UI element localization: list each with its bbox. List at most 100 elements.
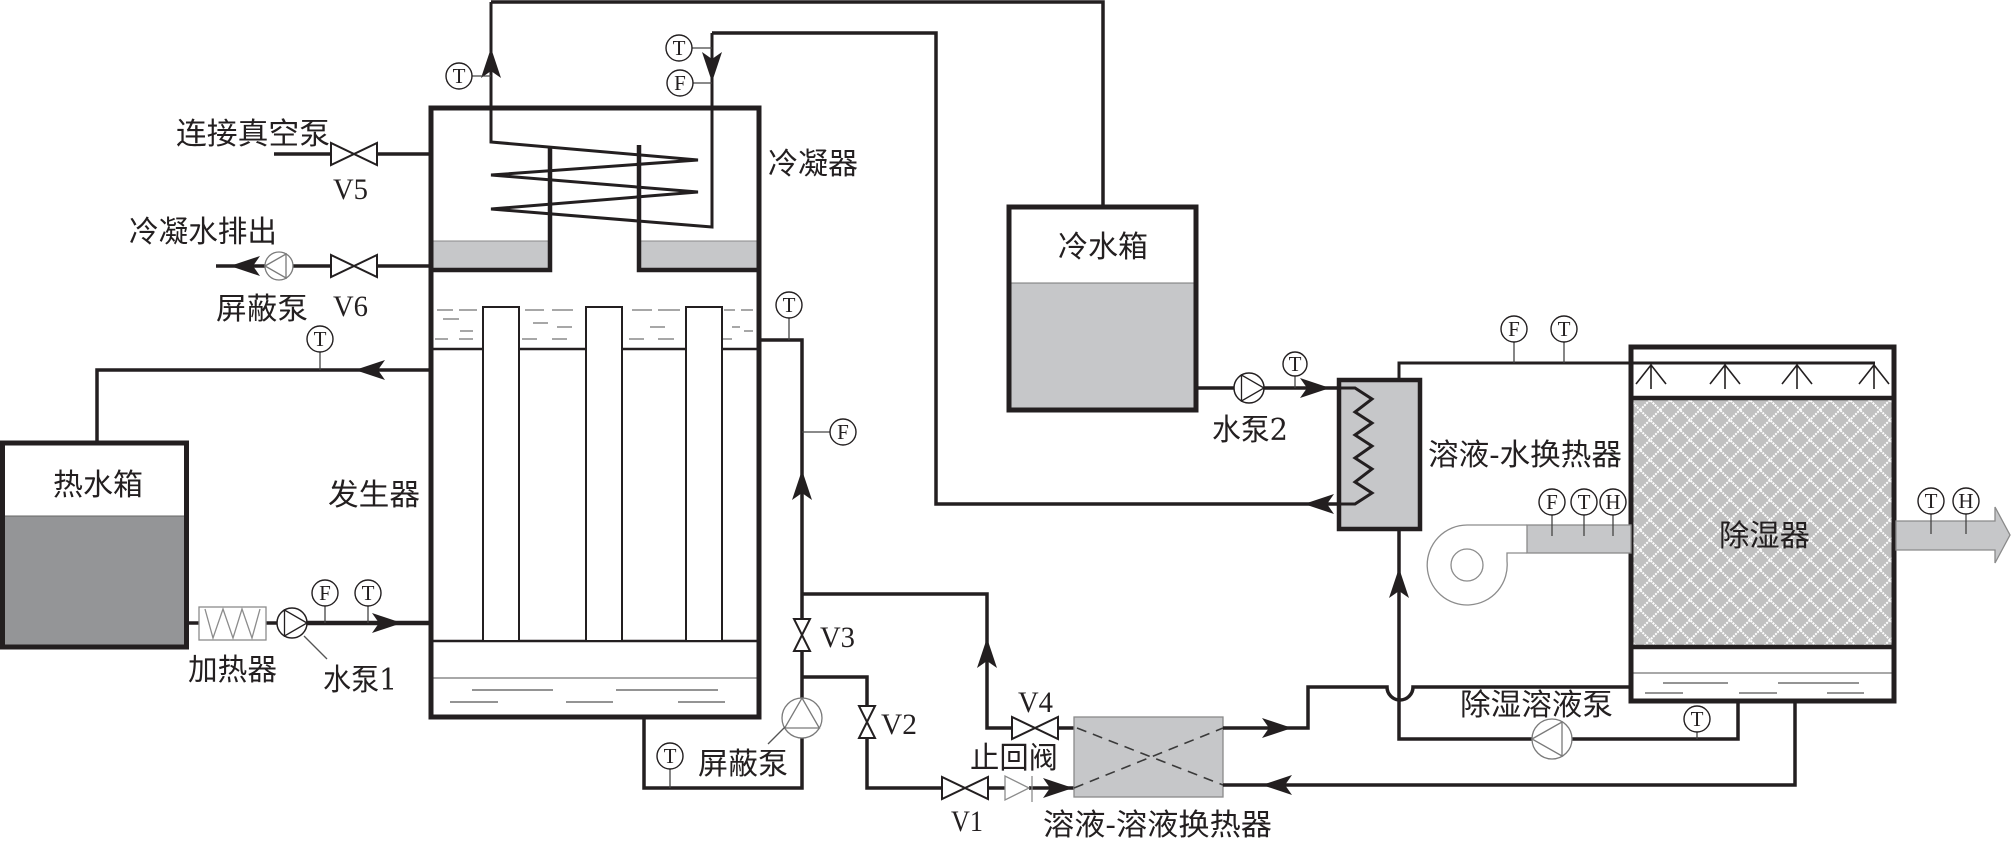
water-pump-2-label: 水泵2: [1212, 413, 1288, 448]
valve-v1-label: V1: [951, 805, 983, 838]
sensor-label: T: [673, 36, 686, 60]
sensor-label: T: [1289, 352, 1302, 376]
pump-icon: [1531, 718, 1573, 760]
valve-v4-label: V4: [1018, 686, 1053, 719]
check-valve-icon: [1004, 774, 1031, 802]
valve-icon: [330, 253, 378, 279]
cold-water-tank-label: 冷水箱: [1058, 230, 1148, 265]
heater-body: [198, 606, 267, 641]
water-pump-2: 水泵2: [1212, 372, 1288, 448]
sensor-label: F: [674, 71, 686, 95]
sensor-generator-inlet-flow: F: [802, 418, 857, 446]
arrow-right-icon: [1300, 378, 1330, 398]
spray-header-pipe: [1397, 361, 1875, 380]
solution-solution-heat-exchanger: 溶液-溶液换热器: [1043, 716, 1272, 843]
valve-v5-label: V5: [333, 173, 368, 206]
sensor-icon: [775, 291, 803, 319]
vacuum-pump-connection-label: 连接真空泵: [176, 117, 330, 152]
sensor-condenser-inlet-flow: F: [666, 69, 712, 97]
valve-icon: [792, 618, 812, 652]
sensor-icon: [1282, 351, 1308, 377]
shielded-pump-condensate: 屏蔽泵: [216, 251, 308, 327]
generator: 发生器 冷凝器: [328, 105, 858, 720]
sensor-label: F: [1546, 490, 1558, 514]
weak-solution-bypass-pipe: [802, 675, 1074, 790]
pump-direction-icon: [263, 252, 287, 280]
dehumidifier: 除湿器: [1397, 344, 1897, 704]
sensor-icon: [445, 62, 473, 90]
sensor-label: T: [314, 327, 327, 351]
fan-impeller-icon: [1450, 548, 1484, 582]
arrow-up-icon: [792, 470, 812, 500]
sensor-label: T: [1925, 489, 1938, 513]
generator-solution-drain-pipe: [642, 717, 804, 790]
heating-tube: [685, 306, 723, 642]
heater-element-icon: [204, 606, 261, 641]
sensor-label: T: [664, 744, 677, 768]
sensor-icon: [665, 34, 693, 62]
sensor-outlet-air-humidity: H: [1952, 487, 1980, 534]
flow-arrows: [230, 48, 1409, 798]
outlet-air-arrow: [1895, 506, 2011, 564]
hx-flow-dashed-line: [1076, 727, 1224, 786]
cold-water-tank-shell: [1006, 204, 1199, 413]
generator-shell: [428, 105, 762, 720]
hot-water-tank: 热水箱: [0, 440, 189, 650]
shielded-pump-solution: 屏蔽泵: [698, 696, 823, 782]
valve-v2: V2: [857, 705, 917, 741]
sensor-hot-water-return-temperature: T: [306, 325, 334, 370]
valve-v2-label: V2: [881, 708, 917, 741]
solution-water-hx-label: 溶液-水换热器: [1428, 438, 1622, 473]
heating-tube: [585, 306, 623, 642]
hot-water-tank-label: 热水箱: [53, 468, 143, 503]
sensor-generator-inlet-temperature: T: [775, 291, 803, 340]
strong-solution-to-dehumidifier-pipe: [1223, 685, 1631, 730]
cold-water-tank: 冷水箱: [1006, 204, 1199, 413]
sensor-icon: [1599, 488, 1627, 516]
sensor-condenser-outlet-temperature: T: [445, 62, 491, 90]
sensor-icon: [1570, 488, 1598, 516]
valve-icon: [941, 775, 989, 801]
dehumidifier-solution-pump-label: 除湿溶液泵: [1460, 688, 1613, 723]
dehumidifier-shell: [1628, 344, 1897, 704]
sensor-label: T: [362, 581, 375, 605]
check-valve-label: 止回阀: [970, 741, 1058, 776]
sensor-label: T: [1558, 317, 1571, 341]
condenser-coil: [489, 2, 714, 229]
sensor-generator-outlet-temperature: T: [656, 742, 684, 788]
packing-bed-boundaries: [1631, 395, 1894, 650]
sensor-hot-water-supply-temperature: T: [354, 579, 382, 623]
sensor-sump-solution-temperature: T: [1683, 705, 1711, 739]
sensor-condenser-inlet-temperature: T: [665, 34, 712, 62]
hot-water-return-pipe: [95, 368, 429, 443]
sensor-inlet-air-temperature: T: [1570, 488, 1598, 536]
arrow-up-icon: [1389, 568, 1409, 598]
sensor-label: H: [1605, 490, 1620, 514]
sensor-icon: [666, 69, 694, 97]
water-pump-1-label: 水泵1: [323, 663, 397, 698]
sensor-icon: [306, 325, 334, 353]
water-pump-1: 水泵1: [276, 607, 397, 698]
valve-icon: [330, 141, 378, 167]
sensor-icon: [354, 579, 382, 607]
dehumidifier-solution-pump: 除湿溶液泵: [1460, 688, 1613, 760]
sensor-label: T: [1578, 490, 1591, 514]
fan: [1426, 524, 1527, 606]
condensate-discharge-label: 冷凝水排出: [129, 215, 277, 250]
solution-pool-lines: [450, 689, 725, 703]
sensor-icon: [656, 742, 684, 770]
dehumidifier-label: 除湿器: [1719, 519, 1810, 554]
solution-water-hx-body: [1339, 380, 1420, 529]
fan-casing-icon: [1426, 524, 1527, 606]
valve-icon: [1011, 715, 1059, 741]
valve-v3-label: V3: [820, 621, 855, 654]
condensate-tray-right: [638, 240, 758, 271]
packing-bed: [1633, 398, 1892, 647]
spray-nozzle-icon: [1635, 363, 1890, 389]
sensor-spray-solution-temperature: T: [1550, 315, 1578, 363]
pump-direction-icon: [783, 696, 821, 729]
pump-direction-icon: [1530, 720, 1563, 758]
shielded-pump-solution-label: 屏蔽泵: [698, 747, 788, 782]
sensor-label: H: [1958, 489, 1973, 513]
